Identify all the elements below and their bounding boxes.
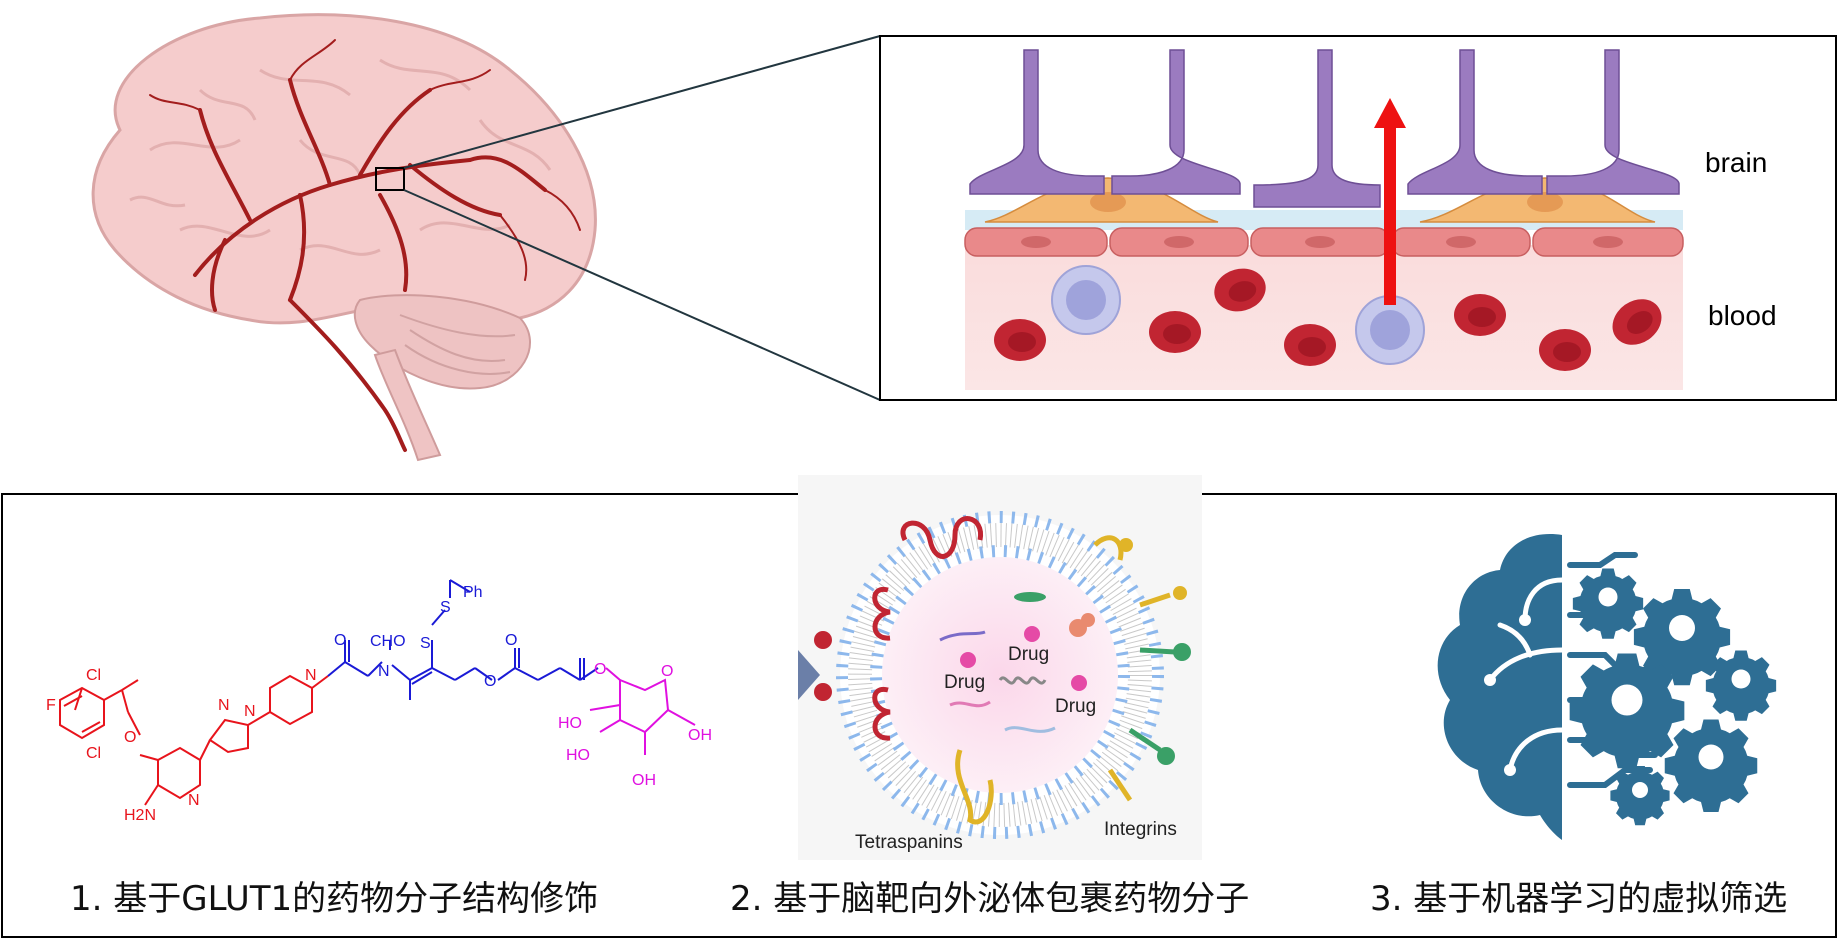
- caption-3: 3. 基于机器学习的虚拟筛选: [1370, 879, 1787, 919]
- atom-o-amide: O: [334, 632, 346, 649]
- atom-f: F: [46, 697, 56, 714]
- atom-o-ester: O: [484, 673, 496, 690]
- caption-1: 1. 基于GLUT1的药物分子结构修饰: [70, 879, 598, 919]
- exosome-illustration: Drug Drug Drug Tetraspanins Integrins: [798, 475, 1202, 860]
- atom-cl-2: Cl: [86, 745, 101, 762]
- atom-n-pyrazole-1: N: [218, 697, 230, 714]
- atom-cl-1: Cl: [86, 667, 101, 684]
- atom-o-ring: O: [661, 663, 673, 680]
- neuron-endfeet: [969, 49, 1680, 208]
- lipid-bilayer: [836, 511, 1164, 839]
- bbb-panel: brain blood: [879, 35, 1837, 401]
- atom-n-formamide: N: [378, 663, 390, 680]
- label-brain: brain: [1705, 147, 1767, 178]
- astrocyte-cells: [984, 177, 1656, 223]
- transport-arrow: [1374, 98, 1406, 305]
- atom-oh-1: OH: [632, 772, 656, 789]
- protein-heads: [814, 538, 1191, 765]
- cargo-items: [939, 592, 1095, 733]
- atom-o-ether: O: [124, 729, 136, 746]
- zoom-box: [375, 167, 405, 191]
- label-blood: blood: [1708, 300, 1777, 331]
- atom-cho: CHO: [370, 633, 406, 650]
- atom-s-2: S: [440, 599, 451, 616]
- leukocytes: [1051, 265, 1425, 365]
- atom-oh-2: OH: [688, 727, 712, 744]
- atom-o-carbonyl: O: [505, 632, 517, 649]
- glut1-molecule-structure: F Cl O Cl H2N N N N N: [46, 579, 712, 824]
- atom-ho-1: HO: [558, 715, 582, 732]
- atom-n-pyridine: N: [188, 792, 200, 809]
- atom-h2n: H2N: [124, 807, 156, 824]
- atom-ho-2: HO: [566, 747, 590, 764]
- atom-ph: Ph: [463, 584, 483, 601]
- machine-learning-icon: [1437, 534, 1777, 840]
- label-integrins: Integrins: [1104, 819, 1177, 840]
- atom-n-pyrazole-2: N: [244, 703, 256, 720]
- atom-o-glycosidic: O: [594, 661, 606, 678]
- drug-label-3: Drug: [1055, 696, 1096, 717]
- membrane-proteins: [872, 516, 1176, 825]
- drug-label-1: Drug: [944, 672, 985, 693]
- drug-label-2: Drug: [1008, 644, 1049, 665]
- atom-s-1: S: [420, 635, 431, 652]
- label-tetraspanins: Tetraspanins: [855, 832, 963, 853]
- caption-2: 2. 基于脑靶向外泌体包裹药物分子: [730, 879, 1249, 919]
- atom-n-piperidine: N: [305, 667, 317, 684]
- play-triangle-icon: [798, 650, 820, 700]
- brain-illustration: [91, 13, 597, 462]
- zoom-lines: [403, 35, 881, 401]
- endothelial-layer: [964, 227, 1684, 257]
